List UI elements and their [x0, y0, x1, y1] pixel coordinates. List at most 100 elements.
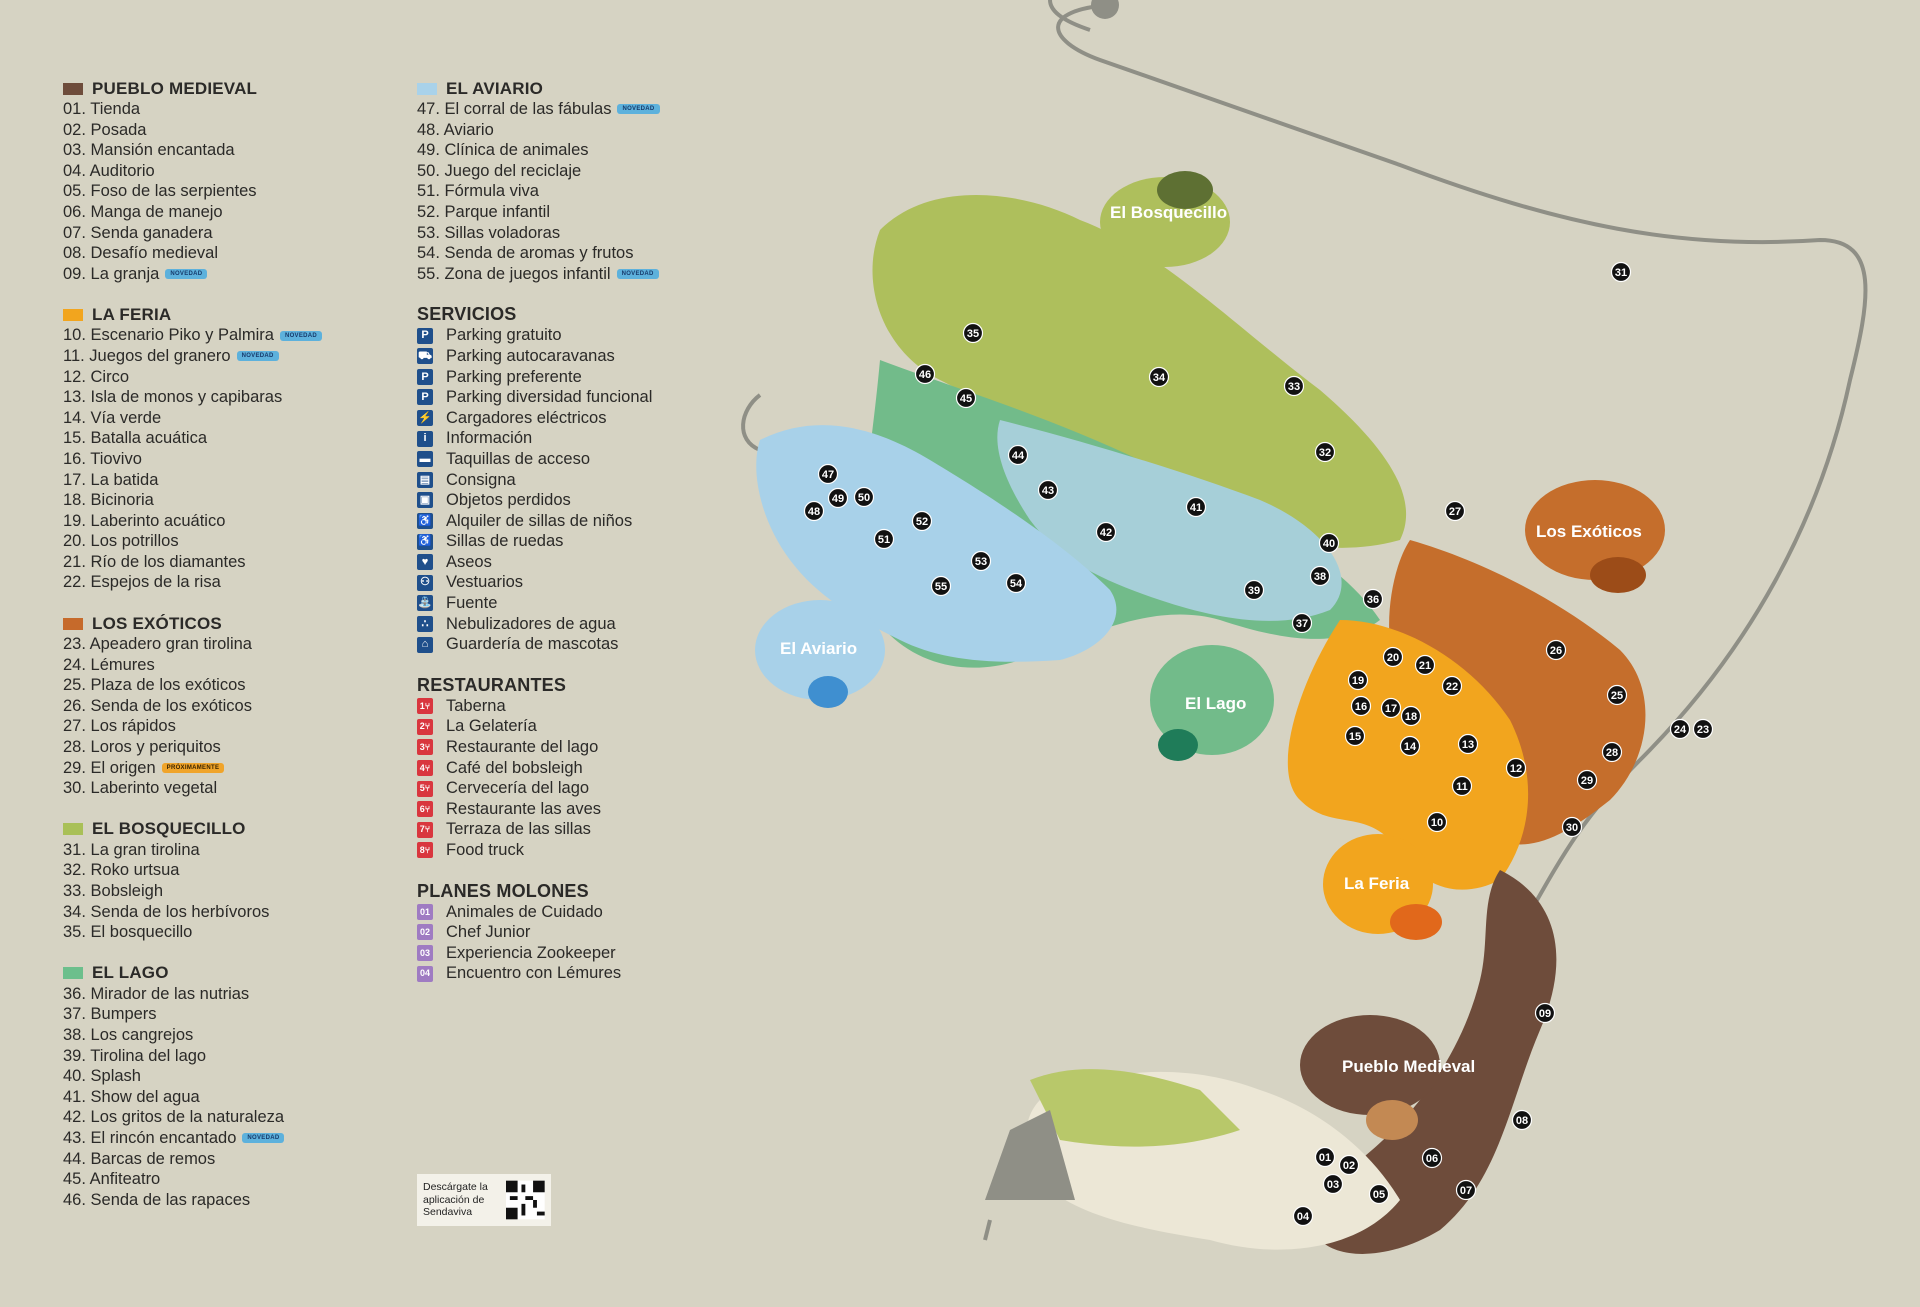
poi-number: 31	[1615, 267, 1627, 279]
poi-marker-16[interactable]: 16	[1350, 695, 1372, 717]
poi-marker-12[interactable]: 12	[1505, 757, 1527, 779]
poi-marker-11[interactable]: 11	[1451, 775, 1473, 797]
poi-marker-53[interactable]: 53	[970, 550, 992, 572]
poi-marker-23[interactable]: 23	[1692, 718, 1714, 740]
legend-item-label: Restaurante las aves	[446, 799, 602, 818]
legend-item: 45. Anfiteatro	[63, 1169, 393, 1190]
legend-item-label: 03. Mansión encantada	[63, 141, 235, 160]
poi-marker-02[interactable]: 02	[1338, 1154, 1360, 1176]
poi-marker-29[interactable]: 29	[1576, 769, 1598, 791]
poi-marker-51[interactable]: 51	[873, 528, 895, 550]
poi-number: 27	[1449, 506, 1461, 518]
poi-marker-24[interactable]: 24	[1669, 718, 1691, 740]
poi-marker-20[interactable]: 20	[1382, 646, 1404, 668]
legend-swatch	[63, 967, 83, 980]
legend-item: 49. Clínica de animales	[417, 140, 747, 161]
poi-marker-03[interactable]: 03	[1322, 1173, 1344, 1195]
poi-marker-37[interactable]: 37	[1291, 612, 1313, 634]
poi-marker-27[interactable]: 27	[1444, 500, 1466, 522]
poi-marker-41[interactable]: 41	[1185, 496, 1207, 518]
legend-item: ♿Sillas de ruedas	[417, 531, 747, 552]
poi-marker-17[interactable]: 17	[1380, 697, 1402, 719]
legend-item-label: Taberna	[446, 696, 506, 715]
access-road	[1056, 3, 1868, 931]
poi-marker-15[interactable]: 15	[1344, 725, 1366, 747]
legend-item: 35. El bosquecillo	[63, 922, 393, 943]
poi-number: 41	[1190, 502, 1202, 514]
app-download-promo[interactable]: Descárgate la aplicación de Sendaviva	[417, 1174, 551, 1226]
restaurant-icon: 4⑂	[417, 759, 433, 776]
legend-heading-text: RESTAURANTES	[417, 674, 567, 695]
poi-marker-31[interactable]: 31	[1610, 261, 1632, 283]
new-badge: NOVEDAD	[616, 269, 659, 280]
poi-marker-32[interactable]: 32	[1314, 441, 1336, 463]
poi-marker-43[interactable]: 43	[1037, 479, 1059, 501]
legend-item-label: 34. Senda de los herbívoros	[63, 902, 270, 921]
poi-marker-14[interactable]: 14	[1399, 735, 1421, 757]
legend-item: 8⑂Food truck	[417, 840, 747, 861]
poi-marker-45[interactable]: 45	[955, 387, 977, 409]
legend-item-label: Información	[446, 429, 533, 448]
legend-item: 46. Senda de las rapaces	[63, 1190, 393, 1211]
legend-item-label: 48. Aviario	[417, 120, 494, 139]
poi-marker-34[interactable]: 34	[1148, 366, 1170, 388]
poi-marker-39[interactable]: 39	[1243, 579, 1265, 601]
poi-marker-42[interactable]: 42	[1095, 521, 1117, 543]
legend-item: 06. Manga de manejo	[63, 202, 393, 223]
poi-marker-40[interactable]: 40	[1318, 532, 1340, 554]
poi-marker-05[interactable]: 05	[1368, 1183, 1390, 1205]
poi-marker-54[interactable]: 54	[1005, 572, 1027, 594]
poi-marker-25[interactable]: 25	[1606, 684, 1628, 706]
poi-marker-46[interactable]: 46	[914, 363, 936, 385]
legend-item: 2⑂La Gelatería	[417, 716, 747, 737]
poi-marker-35[interactable]: 35	[962, 322, 984, 344]
legend-item-label: 20. Los potrillos	[63, 532, 179, 551]
poi-marker-18[interactable]: 18	[1400, 705, 1422, 727]
poi-number: 34	[1153, 372, 1166, 384]
poi-number: 03	[1327, 1179, 1339, 1191]
poi-number: 19	[1352, 675, 1364, 687]
poi-marker-52[interactable]: 52	[911, 510, 933, 532]
poi-number: 17	[1385, 703, 1397, 715]
poi-marker-06[interactable]: 06	[1421, 1147, 1443, 1169]
legend-item: ⚡Cargadores eléctricos	[417, 408, 747, 429]
poi-marker-04[interactable]: 04	[1292, 1205, 1314, 1227]
poi-marker-10[interactable]: 10	[1426, 811, 1448, 833]
poi-marker-19[interactable]: 19	[1347, 669, 1369, 691]
poi-marker-09[interactable]: 09	[1534, 1002, 1556, 1024]
poi-marker-47[interactable]: 47	[817, 463, 839, 485]
poi-marker-28[interactable]: 28	[1601, 741, 1623, 763]
poi-marker-44[interactable]: 44	[1007, 444, 1029, 466]
new-badge: NOVEDAD	[279, 330, 323, 341]
legend-swatch	[63, 617, 83, 630]
poi-marker-48[interactable]: 48	[803, 500, 825, 522]
poi-marker-13[interactable]: 13	[1457, 733, 1479, 755]
poi-marker-01[interactable]: 01	[1314, 1146, 1336, 1168]
legend-item: 28. Loros y periquitos	[63, 737, 393, 758]
poi-marker-55[interactable]: 55	[930, 575, 952, 597]
poi-marker-30[interactable]: 30	[1561, 816, 1583, 838]
poi-marker-08[interactable]: 08	[1511, 1109, 1533, 1131]
legend-item: 24. Lémures	[63, 655, 393, 676]
legend-item-label: 44. Barcas de remos	[63, 1149, 216, 1168]
poi-marker-50[interactable]: 50	[853, 486, 875, 508]
poi-marker-33[interactable]: 33	[1283, 375, 1305, 397]
legend-item-label: 35. El bosquecillo	[63, 923, 193, 942]
legend-item-label: Parking preferente	[446, 367, 582, 386]
legend-item-label: 25. Plaza de los exóticos	[63, 676, 246, 695]
poi-marker-36[interactable]: 36	[1362, 588, 1384, 610]
legend-item: ⚇Vestuarios	[417, 572, 747, 593]
poi-marker-49[interactable]: 49	[827, 487, 849, 509]
poi-marker-26[interactable]: 26	[1545, 639, 1567, 661]
legend-item-label: Aseos	[446, 552, 492, 571]
poi-marker-21[interactable]: 21	[1414, 654, 1436, 676]
poi-marker-38[interactable]: 38	[1309, 565, 1331, 587]
legend-item-label: 54. Senda de aromas y frutos	[417, 244, 634, 263]
poi-marker-22[interactable]: 22	[1441, 675, 1463, 697]
poi-marker-07[interactable]: 07	[1455, 1179, 1477, 1201]
